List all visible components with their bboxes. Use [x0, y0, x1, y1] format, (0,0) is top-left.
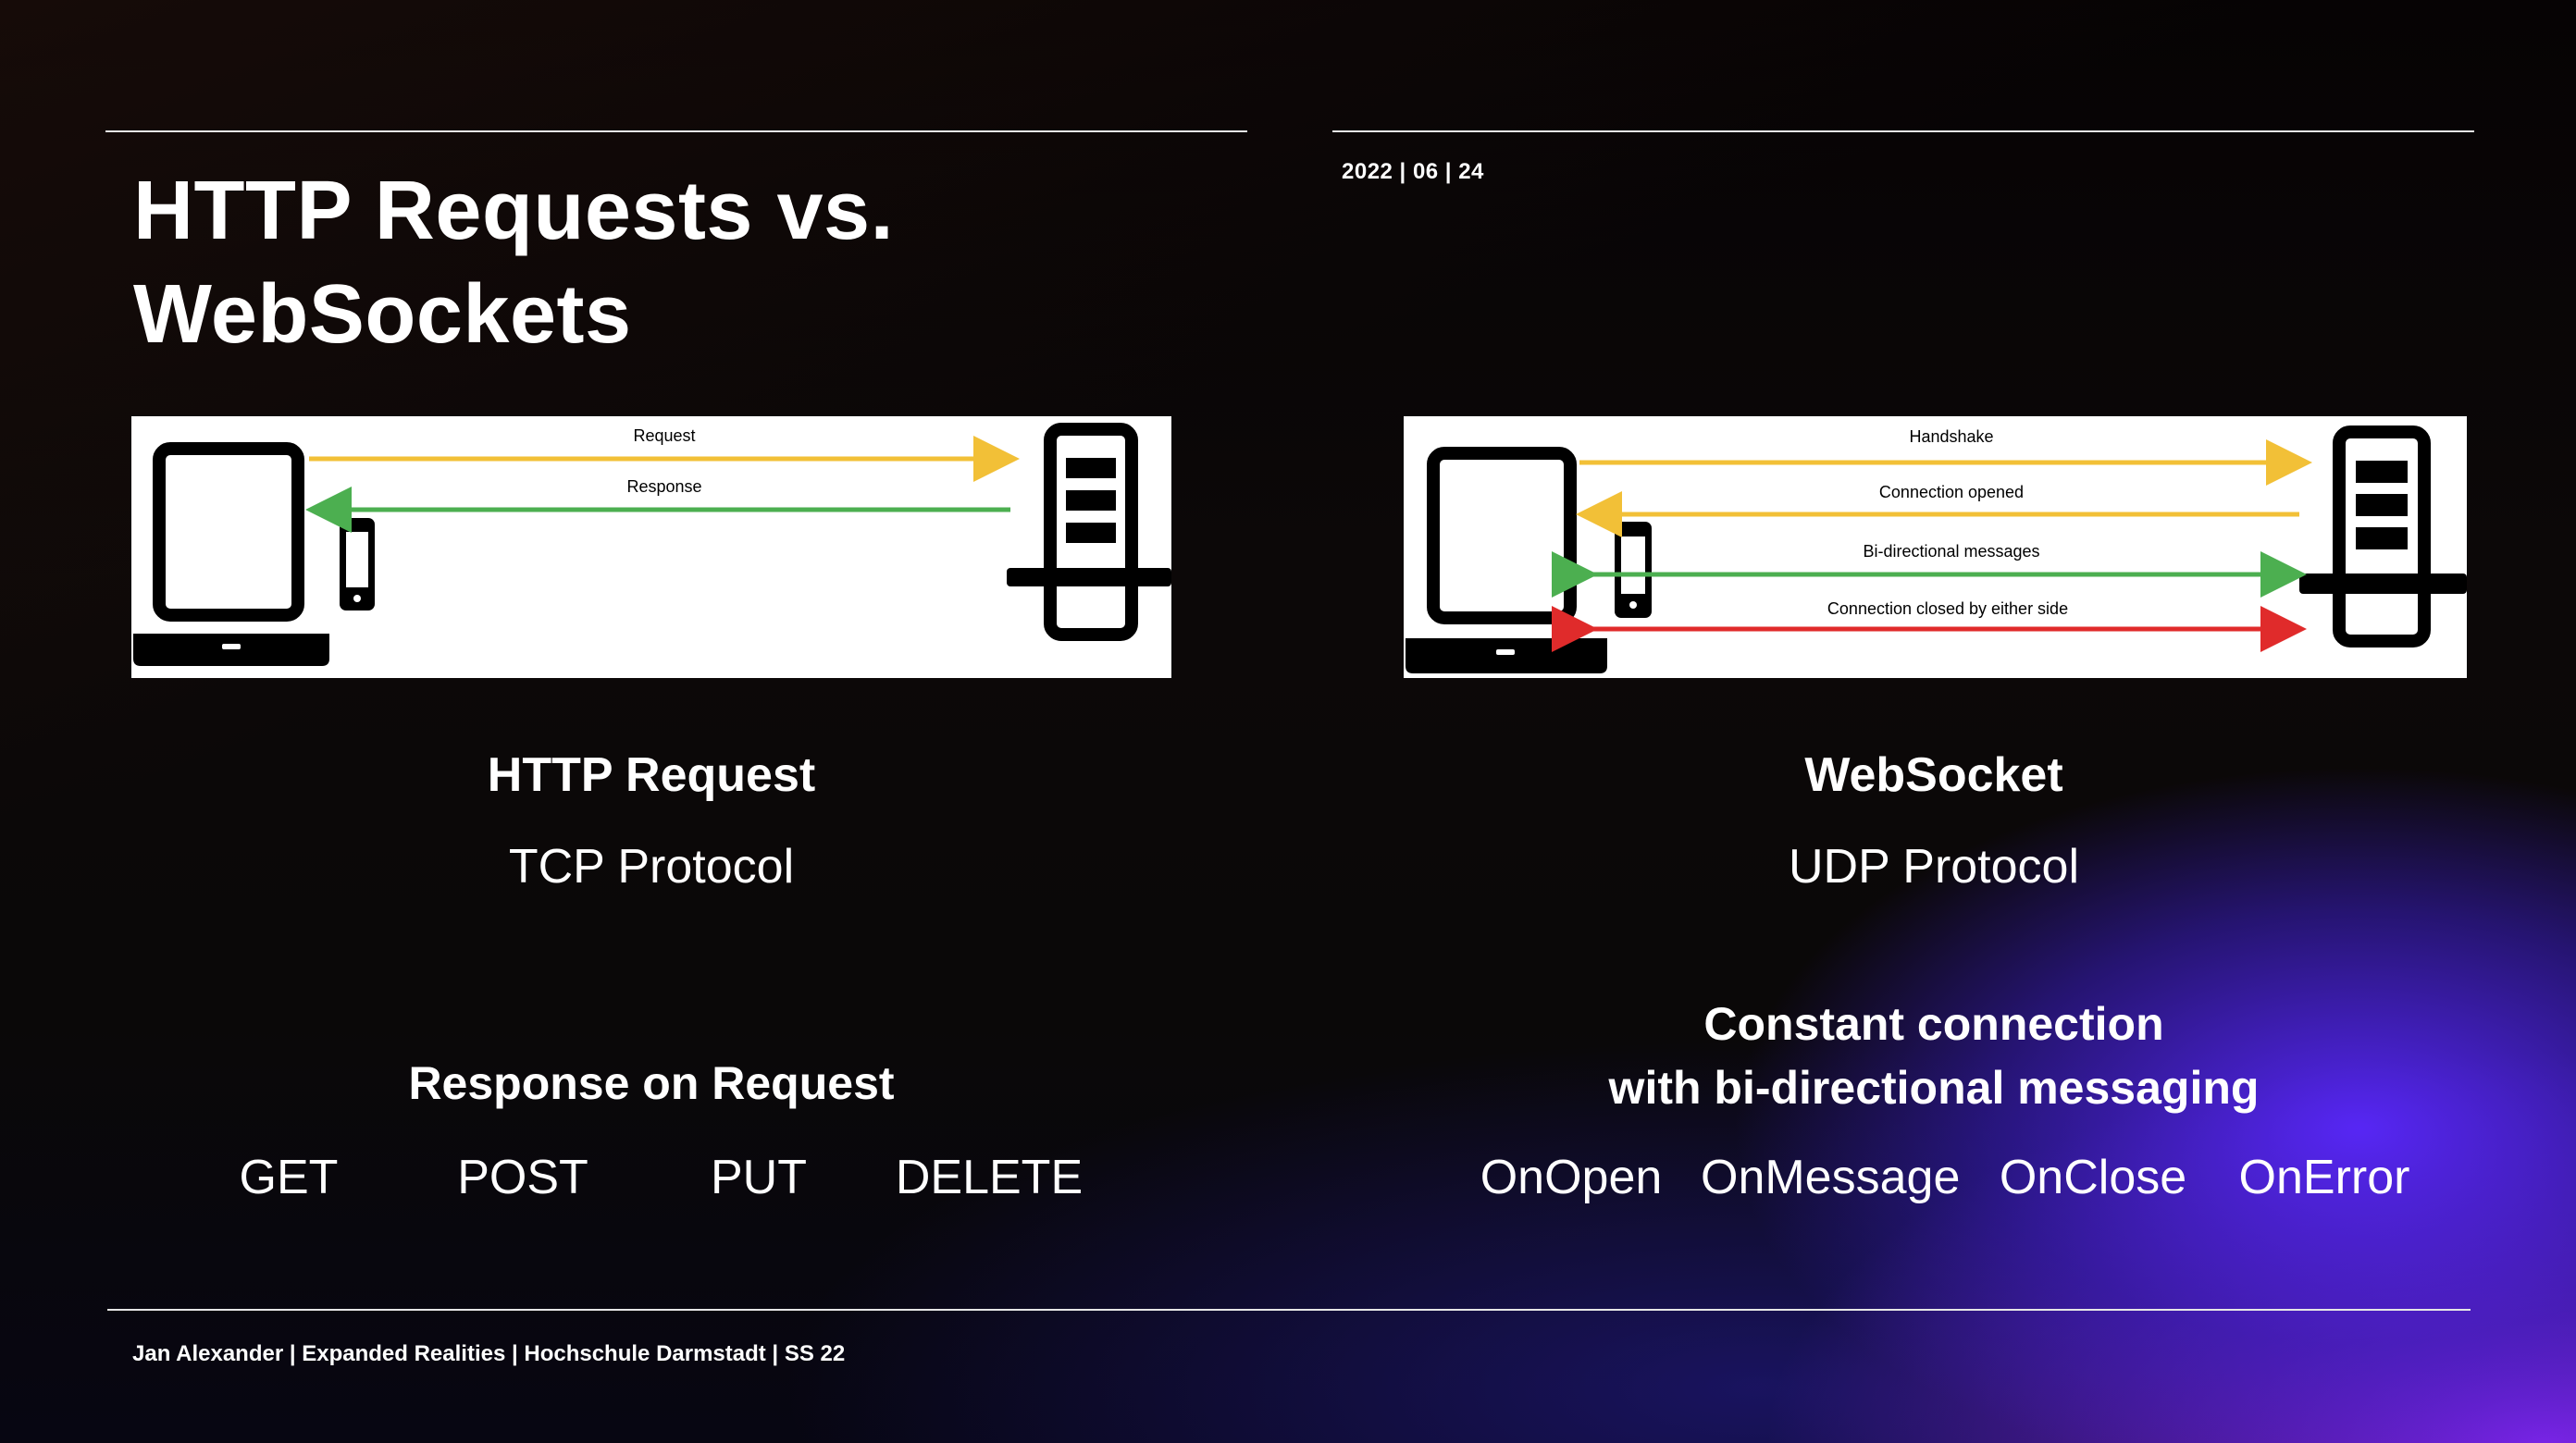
- websocket-protocol: UDP Protocol: [1788, 840, 2080, 894]
- method-put: PUT: [711, 1151, 807, 1204]
- top-rule-right: [1332, 130, 2474, 132]
- websocket-subheading-line1: Constant connection: [1703, 998, 2164, 1050]
- event-onerror: OnError: [2238, 1151, 2410, 1204]
- websocket-heading: WebSocket: [1804, 748, 2063, 802]
- phone-icon: [1615, 522, 1652, 618]
- handshake-label: Handshake: [1909, 427, 1993, 446]
- laptop-icon: [1406, 447, 1607, 673]
- websocket-subheading-line2: with bi-directional messaging: [1608, 1062, 2260, 1114]
- http-protocol: TCP Protocol: [508, 840, 795, 894]
- server-icon: [1007, 423, 1171, 641]
- connection-opened-label: Connection opened: [1879, 483, 2024, 501]
- slide-title-line1: HTTP Requests vs.: [133, 165, 895, 257]
- method-delete: DELETE: [895, 1151, 1084, 1204]
- request-label: Request: [633, 426, 695, 445]
- websocket-diagram: Handshake Connection opened Bi-direction…: [1404, 416, 2467, 678]
- bottom-rule: [107, 1309, 2471, 1311]
- server-icon: [2299, 426, 2467, 648]
- slide-title: HTTP Requests vs. WebSockets: [133, 159, 1244, 366]
- event-onmessage: OnMessage: [1701, 1151, 1961, 1204]
- http-diagram: Request Response: [131, 416, 1171, 678]
- http-diagram-svg: Request Response: [133, 423, 1171, 666]
- websocket-subheading: Constant connection with bi-directional …: [1471, 993, 2396, 1120]
- phone-icon: [340, 518, 375, 610]
- method-get: GET: [239, 1151, 339, 1204]
- method-post: POST: [457, 1151, 588, 1204]
- event-onopen: OnOpen: [1480, 1151, 1663, 1204]
- response-label: Response: [626, 477, 701, 496]
- laptop-icon: [133, 442, 329, 666]
- websocket-diagram-svg: Handshake Connection opened Bi-direction…: [1406, 426, 2467, 673]
- bidirectional-label: Bi-directional messages: [1863, 542, 2039, 561]
- slide-footer: Jan Alexander | Expanded Realities | Hoc…: [132, 1341, 846, 1366]
- event-onclose: OnClose: [1999, 1151, 2187, 1204]
- connection-closed-label: Connection closed by either side: [1827, 599, 2068, 618]
- slide-title-line2: WebSockets: [133, 268, 632, 361]
- top-rule-left: [105, 130, 1247, 132]
- http-subheading: Response on Request: [408, 1057, 895, 1109]
- http-heading: HTTP Request: [487, 748, 816, 802]
- slide-date: 2022 | 06 | 24: [1342, 159, 1484, 184]
